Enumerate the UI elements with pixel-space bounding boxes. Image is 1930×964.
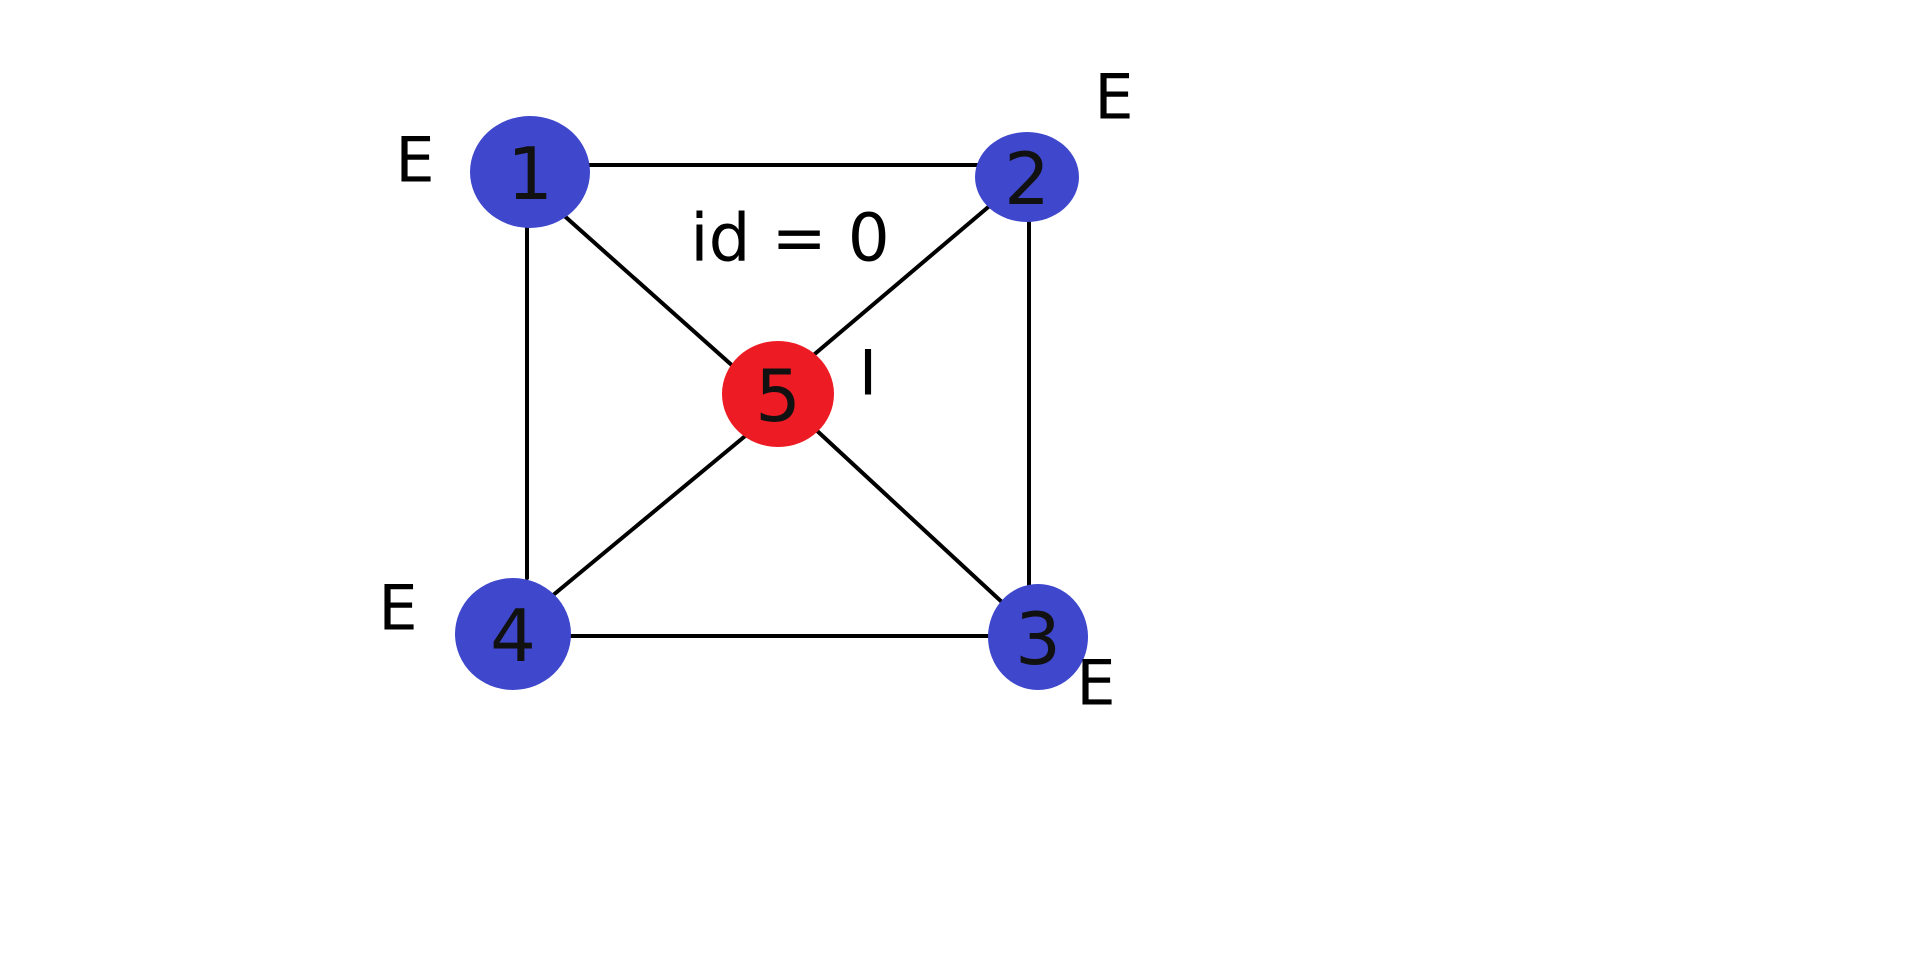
- node-4: 4: [455, 578, 571, 690]
- node-1-state-label: E: [395, 124, 434, 197]
- node-4-state-label: E: [378, 572, 417, 645]
- node-1-label: 1: [507, 132, 553, 216]
- node-5-state-label: I: [859, 337, 877, 410]
- edge-2-5: [808, 201, 995, 360]
- node-2-label: 2: [1004, 137, 1050, 221]
- edge-1-5: [558, 210, 737, 370]
- node-4-circle: [455, 578, 571, 690]
- node-3-label: 3: [1015, 597, 1061, 681]
- node-3-circle: [988, 584, 1088, 690]
- nodes-group: 1 2 3 4 5: [455, 116, 1088, 690]
- node-1: 1: [470, 116, 590, 228]
- node-5: 5: [722, 341, 834, 447]
- edge-4-5: [550, 430, 752, 598]
- node-1-circle: [470, 116, 590, 228]
- node-3: 3: [988, 584, 1088, 690]
- node-2-circle: [975, 132, 1079, 222]
- edges-group: [525, 163, 1031, 638]
- state-labels-group: E E E E I: [378, 61, 1133, 720]
- node-2-state-label: E: [1094, 61, 1133, 134]
- node-4-label: 4: [490, 594, 536, 678]
- id-caption: id = 0: [690, 200, 889, 277]
- edge-3-5: [812, 426, 1006, 606]
- node-3-state-label: E: [1076, 647, 1115, 720]
- node-2: 2: [975, 132, 1079, 222]
- node-5-circle: [722, 341, 834, 447]
- node-5-label: 5: [755, 354, 801, 438]
